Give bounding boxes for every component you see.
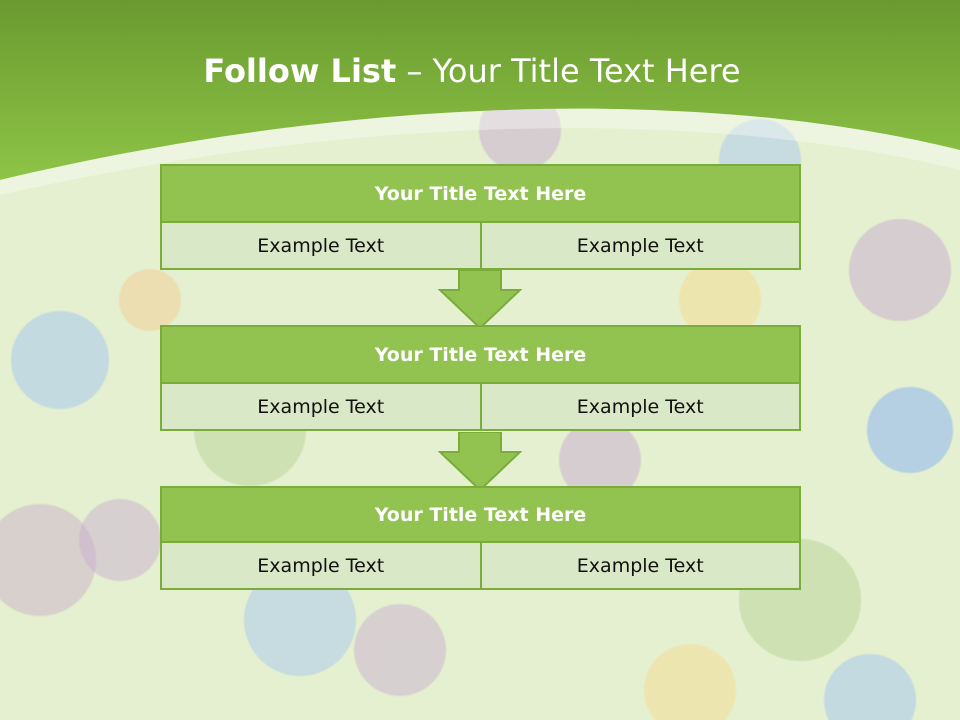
down-arrow-icon — [438, 270, 522, 330]
step-title: Your Title Text Here — [160, 164, 801, 221]
step-title: Your Title Text Here — [160, 486, 801, 541]
slide-title: Follow List – Your Title Text Here — [0, 52, 944, 90]
step-row: Example Text Example Text — [160, 541, 801, 590]
down-arrow-icon — [438, 432, 522, 492]
step-cell-left: Example Text — [160, 382, 482, 431]
step-cell-right: Example Text — [481, 221, 801, 270]
step-row: Example Text Example Text — [160, 221, 801, 270]
header-band — [0, 0, 960, 195]
slide-title-rest: – Your Title Text Here — [396, 52, 741, 90]
step-cell-right: Example Text — [481, 541, 801, 590]
step-cell-left: Example Text — [160, 221, 482, 270]
step-block-3: Your Title Text Here Example Text Exampl… — [160, 486, 801, 590]
slide-title-bold: Follow List — [203, 52, 397, 90]
step-block-2: Your Title Text Here Example Text Exampl… — [160, 325, 801, 431]
step-row: Example Text Example Text — [160, 382, 801, 431]
step-cell-right: Example Text — [481, 382, 801, 431]
step-cell-left: Example Text — [160, 541, 482, 590]
step-block-1: Your Title Text Here Example Text Exampl… — [160, 164, 801, 270]
step-title: Your Title Text Here — [160, 325, 801, 382]
